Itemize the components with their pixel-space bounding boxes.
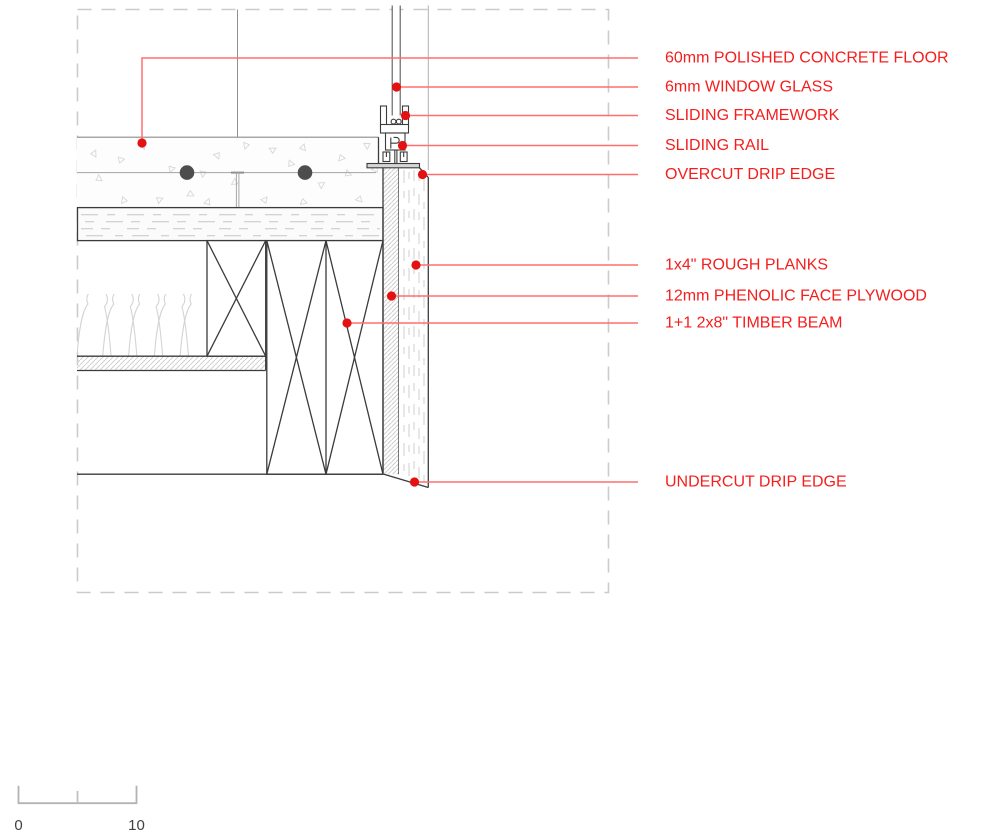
- board-grain-texture: [81, 214, 380, 237]
- annotation-leader: [141, 57, 638, 143]
- undercut-drip-edge: [383, 473, 429, 489]
- concrete-slab: [77, 136, 383, 208]
- annotation-label: 60mm POLISHED CONCRETE FLOOR: [665, 50, 949, 67]
- timber-beams: [266, 239, 384, 475]
- annotations-layer: 60mm POLISHED CONCRETE FLOOR 6mm WINDOW G…: [137, 50, 949, 491]
- annotation-dot: [137, 138, 147, 148]
- annotation-dot: [409, 477, 420, 487]
- plank-texture: [403, 170, 425, 487]
- insulation-batt: [77, 294, 193, 356]
- annotation-label: UNDERCUT DRIP EDGE: [665, 474, 847, 491]
- soffit-board: [77, 355, 267, 372]
- rebar-bar: [297, 165, 313, 180]
- annotation-dot: [386, 291, 397, 301]
- rough-planks: [383, 167, 429, 489]
- rail-base-plate: [366, 162, 421, 169]
- window-glass: [391, 5, 401, 116]
- annotation-label: 12mm PHENOLIC FACE PLYWOOD: [665, 288, 927, 305]
- annotation-label: OVERCUT DRIP EDGE: [665, 166, 835, 183]
- annotation-label: 6mm WINDOW GLASS: [665, 79, 833, 96]
- scale-bar: 0 10: [14, 785, 145, 834]
- detail-boundary: [76, 8, 610, 594]
- annotation-label: SLIDING RAIL: [665, 137, 769, 154]
- scale-start-label: 0: [14, 817, 22, 834]
- scale-end-label: 10: [128, 817, 145, 834]
- annotation-dot: [391, 82, 402, 92]
- annotation-dot: [411, 260, 421, 270]
- timber-stud: [206, 239, 267, 357]
- annotation-label: 1+1 2x8" TIMBER BEAM: [665, 315, 842, 332]
- annotation-dot: [397, 140, 408, 151]
- phenolic-plywood: [382, 167, 400, 475]
- annotation-dot: [400, 110, 411, 121]
- timber-deck-board: [76, 206, 384, 242]
- annotation-dot: [417, 169, 428, 180]
- annotation-label: SLIDING FRAMEWORK: [665, 107, 840, 124]
- rebar-bar: [179, 165, 195, 180]
- annotation-dot: [342, 318, 352, 328]
- annotation-label: 1x4" ROUGH PLANKS: [665, 257, 828, 274]
